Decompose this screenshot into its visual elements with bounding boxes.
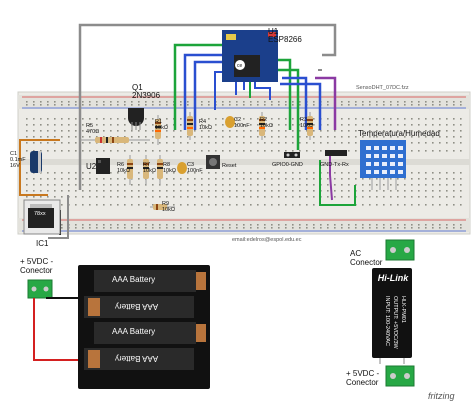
email-text: email:edelros@espol.edu.ec xyxy=(232,237,302,243)
c3-ref: C3 xyxy=(187,162,195,168)
u1-name: ESP8266 xyxy=(268,35,302,44)
r6-value: 10kΩ xyxy=(117,168,130,174)
battery-label-4: AAA Battery xyxy=(115,354,159,363)
ac-connector-line1: AC xyxy=(350,249,362,258)
out-connector-line1: + 5VDC - xyxy=(346,369,380,378)
blue-wire-1 xyxy=(183,53,225,130)
serial-label: GND-Tx-Rx xyxy=(320,162,349,168)
dc-connector-left xyxy=(27,279,53,299)
regulator-ic1 xyxy=(23,199,61,235)
esp8266-module: ce xyxy=(222,30,278,82)
r9-ref: R9 xyxy=(162,201,170,207)
resistor-r9 xyxy=(150,204,175,210)
gray-wire-left xyxy=(48,195,69,239)
serial-header xyxy=(325,150,347,156)
r6-ref: R6 xyxy=(117,162,125,168)
resistor-r5 xyxy=(80,137,150,143)
chip-u2 xyxy=(96,158,110,174)
r9-value: 10kΩ xyxy=(162,207,175,213)
gray-wire-top xyxy=(78,23,337,190)
fritzing-watermark: fritzing xyxy=(428,391,455,401)
purple-wire xyxy=(315,76,337,130)
r3-ref: R3 xyxy=(300,117,308,123)
hilink-brand: Hi-Link xyxy=(377,273,409,283)
resistor-r1 xyxy=(155,115,161,145)
gpio-gnd-label: GPIO0-GND xyxy=(272,162,303,168)
reset-button xyxy=(206,155,220,169)
blue-wire-2 xyxy=(193,60,222,130)
q1-part: 2N3906 xyxy=(132,91,161,100)
green-wire-2 xyxy=(275,58,292,130)
r5-value: 470Ω xyxy=(86,129,100,135)
regulator-part: 78xx xyxy=(34,211,46,217)
c1-voltage: 16V xyxy=(10,163,20,169)
u1-ref: U1 xyxy=(268,27,279,36)
ac-connector xyxy=(385,239,415,261)
gpio-jumper xyxy=(284,152,300,158)
resistor-r7 xyxy=(143,155,149,185)
hilink-line3: HLK-PM01 xyxy=(400,296,406,323)
r8-ref: R8 xyxy=(163,162,171,168)
capacitor-c3 xyxy=(177,162,187,174)
green-wire-1 xyxy=(173,43,230,130)
resistor-r2 xyxy=(259,112,265,140)
dc-connector-line2: Conector xyxy=(20,266,53,275)
r3-value: 10kΩ xyxy=(300,123,313,129)
hilink-module xyxy=(372,268,412,358)
ac-connector-line2: Conector xyxy=(350,258,383,267)
board-name: SensoDHT_07DC.fzz xyxy=(356,85,409,91)
svg-text:ce: ce xyxy=(237,63,243,69)
green-wire-3 xyxy=(278,68,300,150)
r2-value: 10kΩ xyxy=(260,123,273,129)
battery-holder xyxy=(78,265,210,389)
dc-connector-line1: + 5VDC - xyxy=(20,257,54,266)
blue-wire-6 xyxy=(214,71,222,110)
reset-label: Reset xyxy=(222,163,237,169)
blue-wire-4 xyxy=(282,76,308,130)
battery-label-1: AAA Battery xyxy=(112,275,156,284)
r4-ref: R4 xyxy=(199,119,207,125)
capacitor-c1 xyxy=(30,151,42,173)
esp-pins xyxy=(235,82,245,95)
blue-wire-5 xyxy=(280,82,322,130)
red-wire-battery xyxy=(33,298,82,361)
dht-sensor xyxy=(360,140,406,190)
c1-ref: C1 xyxy=(10,151,18,157)
resistor-r3 xyxy=(307,112,313,140)
r1-ref: R1 xyxy=(155,119,163,125)
c2-ref: C2 xyxy=(234,117,242,123)
battery-label-3: AAA Battery xyxy=(112,327,156,336)
r1-value: 10kΩ xyxy=(155,125,168,131)
blue-wire-3 xyxy=(254,82,271,100)
out-connector xyxy=(385,365,415,387)
r2-ref: R2 xyxy=(260,117,268,123)
sensor-label: Temperatura/Humedad xyxy=(358,129,440,138)
resistor-r6 xyxy=(127,155,133,185)
c1-value: 0.1mF xyxy=(10,157,26,163)
c2-value: 100nF xyxy=(234,123,250,129)
r5-ref: R5 xyxy=(86,123,94,129)
out-connector-line2: Conector xyxy=(346,378,379,387)
regulator-ref: IC1 xyxy=(36,239,49,248)
hilink-line2: OUTPUT: +5VDC/3W xyxy=(392,296,398,349)
green-wire-sensor xyxy=(319,160,356,206)
orange-wire xyxy=(19,139,60,196)
capacitor-c2 xyxy=(225,116,235,128)
u2-ref: U2 xyxy=(86,162,97,171)
hilink-line1: INPUT: 100-240VAC xyxy=(384,296,390,347)
c3-value: 100nF xyxy=(187,168,203,174)
purple-wire-2 xyxy=(329,150,333,201)
r8-value: 10kΩ xyxy=(163,168,176,174)
r7-ref: R7 xyxy=(143,162,151,168)
battery-label-2: AAA Battery xyxy=(115,302,159,311)
q1-ref: Q1 xyxy=(132,83,143,92)
resistor-r4 xyxy=(187,112,193,140)
r4-value: 10kΩ xyxy=(199,125,212,131)
r7-value: 10kΩ xyxy=(143,168,156,174)
resistor-r8 xyxy=(157,155,163,185)
transistor-q1 xyxy=(128,108,144,130)
